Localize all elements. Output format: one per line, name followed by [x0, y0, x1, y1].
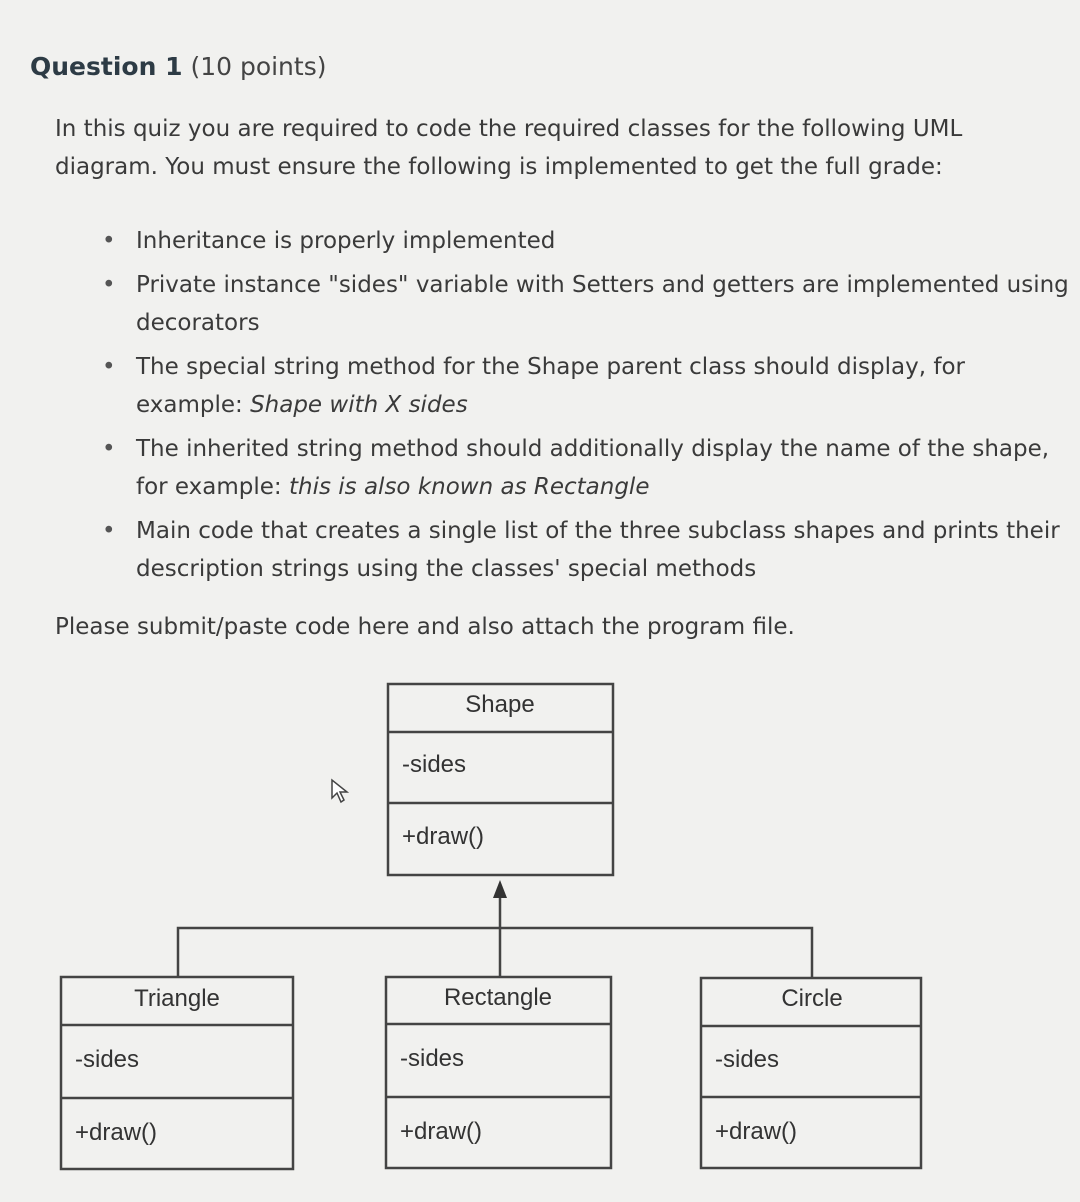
rectangle-class-name: Rectangle	[444, 984, 552, 1011]
question-points: (10 points)	[190, 52, 327, 81]
example-text: this is also known as Rectangle	[289, 474, 650, 500]
shape-class-name: Shape	[465, 691, 534, 718]
uml-class-rectangle	[384, 975, 613, 1170]
circle-method: +draw()	[715, 1118, 797, 1145]
uml-class-triangle	[59, 975, 295, 1171]
uml-class-circle	[699, 976, 923, 1170]
list-item: Inheritance is properly implemented	[102, 222, 1076, 260]
rectangle-attribute: -sides	[400, 1045, 464, 1072]
shape-attribute: -sides	[402, 751, 466, 778]
triangle-attribute: -sides	[75, 1046, 139, 1073]
uml-class-shape	[386, 682, 615, 877]
mouse-cursor-icon	[331, 778, 350, 804]
question-header: Question 1 (10 points)	[30, 52, 327, 81]
rectangle-method: +draw()	[400, 1118, 482, 1145]
inheritance-arrowhead	[493, 880, 507, 898]
circle-class-name: Circle	[781, 985, 842, 1012]
list-item: Private instance "sides" variable with S…	[102, 266, 1076, 342]
list-item: The special string method for the Shape …	[102, 348, 1076, 424]
requirements-list: Inheritance is properly implemented Priv…	[80, 222, 1076, 594]
list-item: Main code that creates a single list of …	[102, 512, 1076, 588]
submit-instructions: Please submit/paste code here and also a…	[55, 614, 795, 640]
triangle-method: +draw()	[75, 1119, 157, 1146]
example-text: Shape with X sides	[250, 392, 468, 418]
triangle-class-name: Triangle	[134, 985, 220, 1012]
question-intro: In this quiz you are required to code th…	[55, 116, 963, 180]
list-item: The inherited string method should addit…	[102, 430, 1076, 506]
inheritance-connector	[176, 895, 814, 977]
shape-method: +draw()	[402, 823, 484, 850]
circle-attribute: -sides	[715, 1046, 779, 1073]
question-title: Question 1	[30, 52, 183, 81]
